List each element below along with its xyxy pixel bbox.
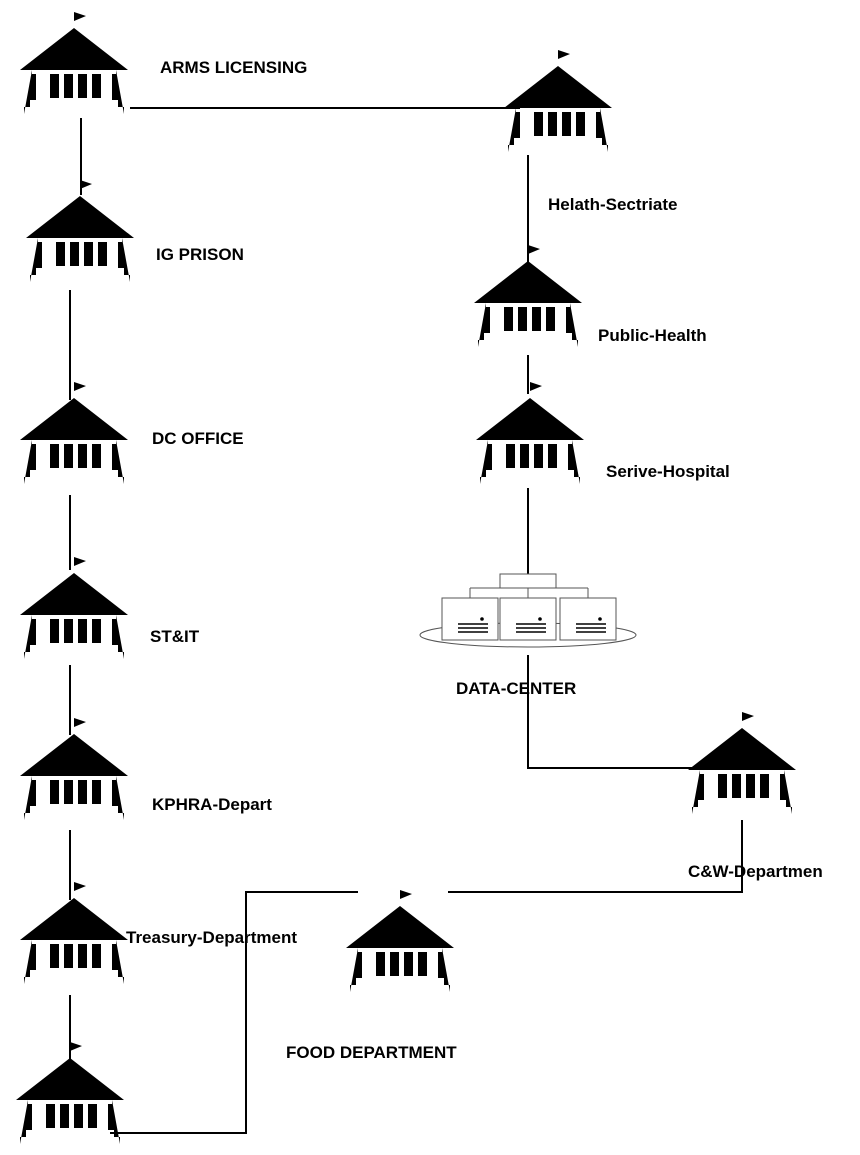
government-building-icon — [346, 890, 454, 992]
label-kphra: KPHRA-Depart — [152, 795, 272, 814]
label-ig-prison: IG PRISON — [156, 245, 244, 264]
label-public-health: Public-Health — [598, 326, 707, 345]
label-cw-department: C&W-Departmen — [688, 862, 823, 881]
label-stit: ST&IT — [150, 627, 200, 646]
server-cluster-icon — [419, 573, 637, 648]
government-building-icon — [20, 557, 128, 659]
label-arms-licensing: ARMS LICENSING — [160, 58, 307, 77]
government-building-icon — [20, 382, 128, 484]
edge-bottom-food — [110, 891, 358, 1134]
government-building-icon — [20, 882, 128, 984]
government-building-icon — [688, 712, 796, 814]
edge-cw-datacenter — [527, 655, 698, 769]
label-dc-office: DC OFFICE — [152, 429, 244, 448]
government-building-icon — [20, 12, 128, 114]
label-food-department: FOOD DEPARTMENT — [286, 1043, 457, 1062]
label-data-center: DATA-CENTER — [456, 679, 576, 698]
government-building-icon — [20, 718, 128, 820]
connection-lines — [69, 107, 743, 1134]
government-building-icon — [504, 50, 612, 152]
label-treasury: Treasury-Department — [126, 928, 297, 947]
label-serive-hospital: Serive-Hospital — [606, 462, 730, 481]
edge-food-cw — [448, 820, 743, 893]
government-building-icon — [26, 180, 134, 282]
label-health-secretariat: Helath-Sectriate — [548, 195, 677, 214]
government-building-icon — [476, 382, 584, 484]
